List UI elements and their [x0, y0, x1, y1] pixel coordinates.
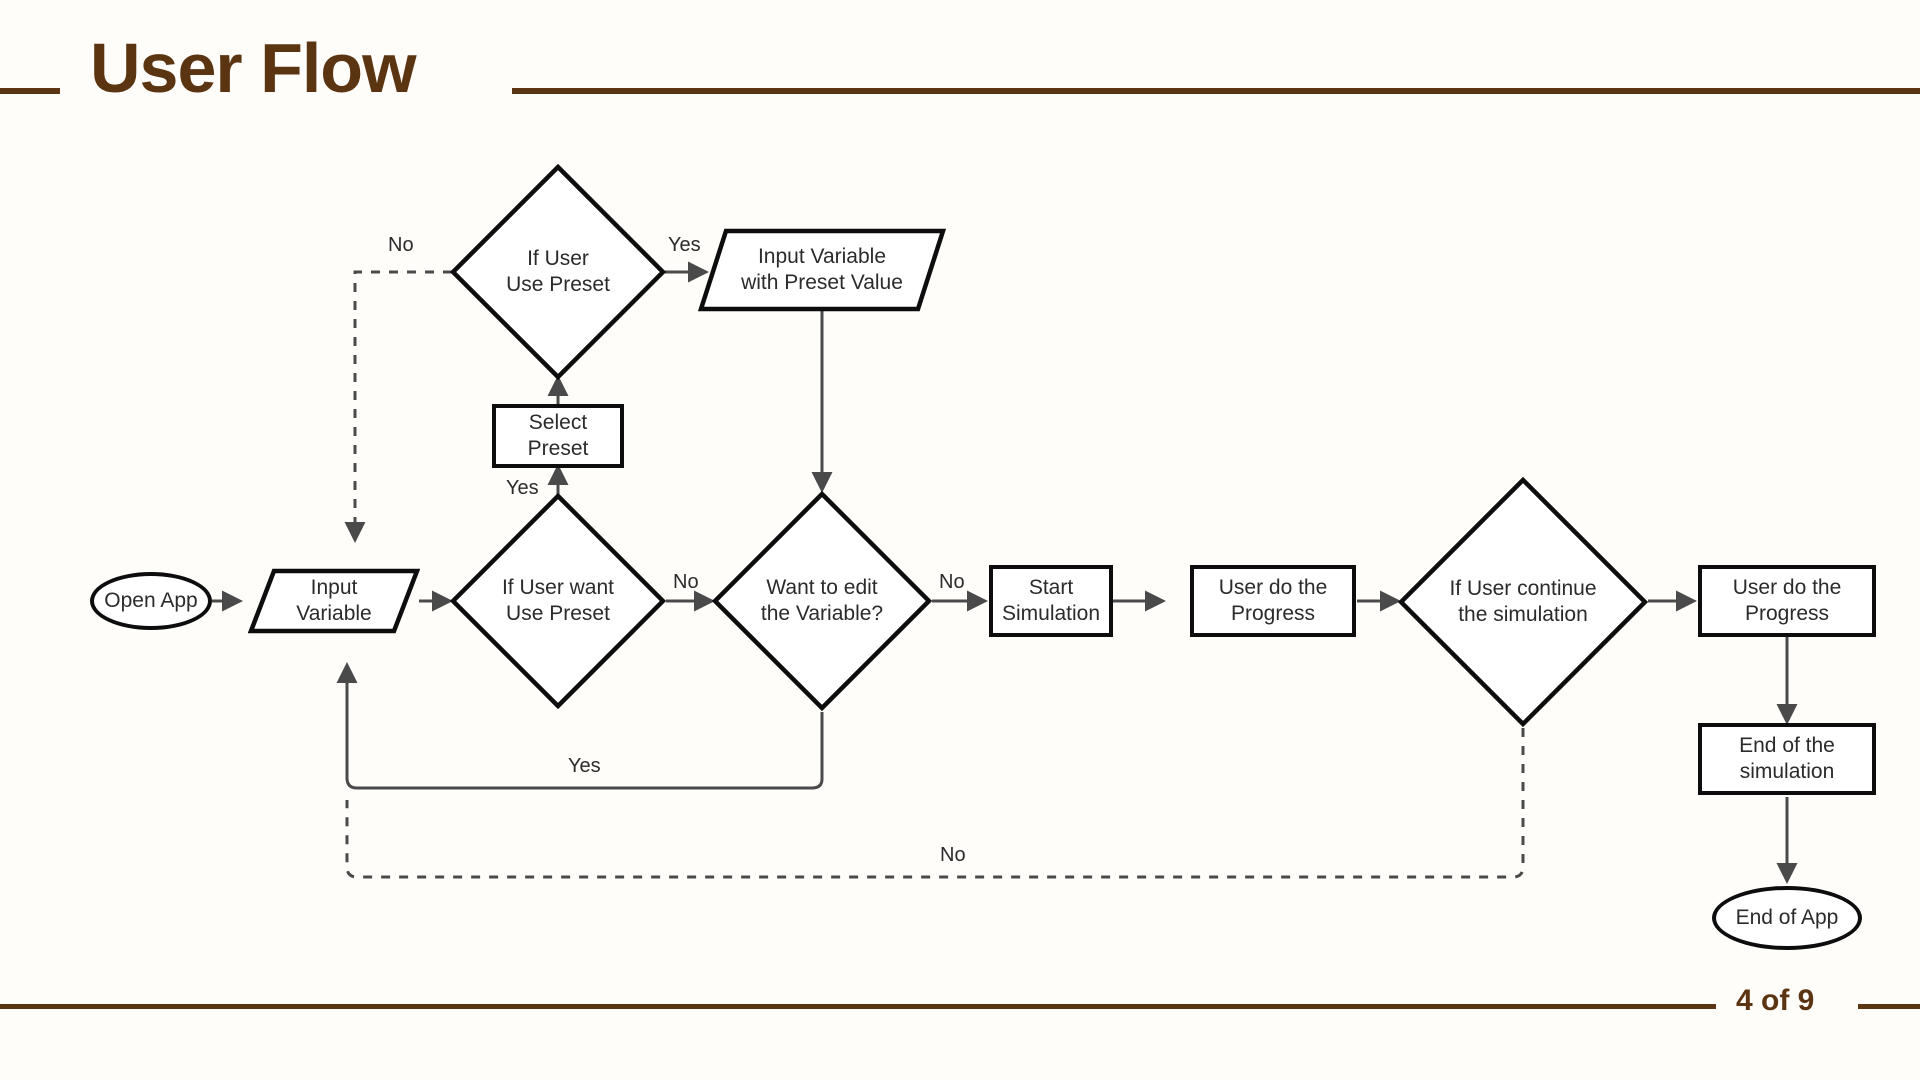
parallelogram-shape	[248, 568, 420, 634]
diamond-shape	[712, 491, 932, 711]
node-open-app-label: Open App	[104, 588, 198, 612]
line-1: User do the	[1732, 575, 1842, 599]
node-select-preset-label: Select Preset	[528, 410, 589, 463]
line-1: Select	[528, 410, 588, 434]
header-rule-left	[0, 88, 60, 94]
line-2: Simulation	[1001, 602, 1101, 625]
line-1: End of the	[1739, 733, 1835, 757]
node-if-user-want-use-preset[interactable]: If User want Use Preset	[450, 493, 666, 709]
node-open-app[interactable]: Open App	[90, 572, 212, 630]
node-if-user-use-preset[interactable]: If User Use Preset	[450, 164, 666, 380]
line-2: Preset	[527, 437, 589, 460]
page-title: User Flow	[90, 29, 417, 107]
page-number: 4 of 9	[1736, 984, 1815, 1017]
node-start-simulation-label: Start Simulation	[1002, 575, 1100, 628]
node-input-variable-with-preset-value[interactable]: Input Variable with Preset Value	[698, 228, 946, 312]
node-select-preset[interactable]: Select Preset	[492, 404, 624, 468]
node-want-to-edit-variable[interactable]: Want to edit the Variable?	[712, 491, 932, 711]
edge-label-yes-edit-variable: Yes	[568, 755, 601, 777]
node-end-of-app-label: End of App	[1735, 905, 1839, 929]
edge-ifuse-no-to-input	[344, 270, 452, 543]
edge-label-no-preset-loop: No	[388, 234, 414, 256]
line-2: Progress	[1744, 602, 1830, 625]
edge-label-yes-preset-value: Yes	[668, 234, 701, 256]
node-if-user-continue-simulation[interactable]: If User continue the simulation	[1398, 477, 1648, 727]
header-rule-right	[512, 88, 1920, 94]
diamond-shape	[1398, 477, 1648, 727]
node-end-of-app[interactable]: End of App	[1712, 886, 1862, 950]
node-user-do-the-progress-2-label: User do the Progress	[1733, 575, 1842, 628]
edge-label-no-want-edit: No	[673, 571, 699, 593]
line-1: User do the	[1218, 575, 1328, 599]
line-2: Progress	[1230, 602, 1316, 625]
node-user-do-the-progress-1[interactable]: User do the Progress	[1190, 565, 1356, 637]
node-end-of-the-simulation[interactable]: End of the simulation	[1698, 723, 1876, 795]
node-end-of-the-simulation-label: End of the simulation	[1739, 733, 1835, 786]
node-start-simulation[interactable]: Start Simulation	[989, 565, 1113, 637]
edge-label-yes-select-preset: Yes	[506, 477, 539, 499]
edge-label-no-start-simulation: No	[939, 571, 965, 593]
node-user-do-the-progress-2[interactable]: User do the Progress	[1698, 565, 1876, 637]
footer-rule-right	[1858, 1004, 1920, 1009]
slide-header: User Flow	[0, 0, 1920, 150]
edge-wantedit-yes-to-input	[336, 662, 824, 790]
node-user-do-the-progress-1-label: User do the Progress	[1219, 575, 1328, 628]
edge-label-no-continue-sim: No	[940, 844, 966, 866]
diamond-shape	[450, 164, 666, 380]
edge-ifcontinue-no-to-input	[345, 728, 1525, 879]
line-2: simulation	[1739, 760, 1835, 783]
line-1: Start	[1028, 575, 1074, 599]
node-input-variable[interactable]: Input Variable	[248, 568, 420, 634]
footer-rule-left	[0, 1004, 1716, 1009]
parallelogram-shape	[698, 228, 946, 312]
diamond-shape	[450, 493, 666, 709]
